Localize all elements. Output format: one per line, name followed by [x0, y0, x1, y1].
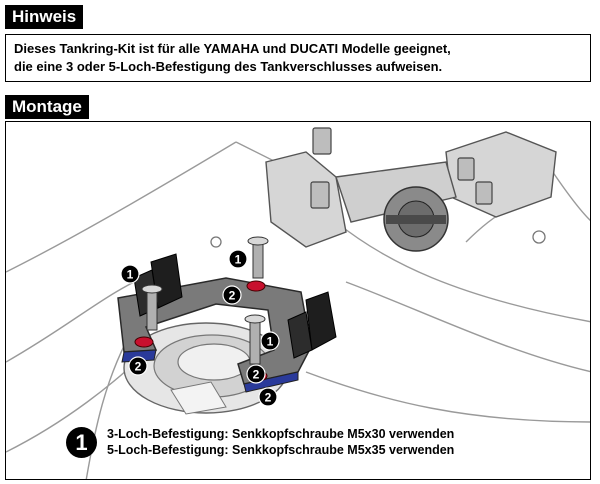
handlebar-clamp	[265, 131, 557, 248]
rubber-pads	[133, 253, 337, 359]
callout-1-top: 1	[228, 249, 248, 269]
svg-text:1: 1	[235, 253, 242, 267]
legend-text: 3-Loch-Befestigung: Senkkopfschraube M5x…	[107, 426, 454, 458]
clamp-bolts	[310, 127, 493, 209]
legend-number-badge: 1	[66, 426, 97, 458]
screw-length-legend: 1 3-Loch-Befestigung: Senkkopfschraube M…	[66, 426, 454, 458]
callout-2-top: 2	[222, 285, 242, 305]
hinweis-line-1: Dieses Tankring-Kit ist für alle YAMAHA …	[14, 41, 451, 56]
hinweis-line-2: die eine 3 oder 5-Loch-Befestigung des T…	[14, 59, 443, 74]
steering-nut-icon	[383, 186, 449, 252]
svg-text:2: 2	[253, 368, 260, 382]
hinweis-heading: Hinweis	[5, 5, 84, 29]
montage-heading: Montage	[5, 95, 89, 119]
callout-2-right-lower: 2	[258, 387, 278, 407]
legend-line-3-loch: 3-Loch-Befestigung: Senkkopfschraube M5x…	[107, 427, 455, 441]
screws	[141, 236, 269, 365]
callout-1-right: 1	[260, 331, 280, 351]
callout-2-left: 2	[128, 356, 148, 376]
montage-diagram: 1 2 1 2 1 2 2	[5, 121, 591, 480]
fuel-cap-flange	[123, 322, 289, 415]
svg-text:2: 2	[135, 360, 142, 374]
svg-text:1: 1	[127, 268, 134, 282]
legend-line-5-loch: 5-Loch-Befestigung: Senkkopfschraube M5x…	[107, 443, 455, 457]
callout-1-left: 1	[120, 264, 140, 284]
tank-ring-assembly-illustration: 1 2 1 2 1 2 2	[6, 127, 590, 479]
callout-2-right-upper: 2	[246, 364, 266, 384]
hinweis-note-box: Dieses Tankring-Kit ist für alle YAMAHA …	[5, 34, 591, 82]
svg-text:2: 2	[265, 391, 272, 405]
svg-text:2: 2	[229, 289, 236, 303]
svg-text:1: 1	[267, 335, 274, 349]
